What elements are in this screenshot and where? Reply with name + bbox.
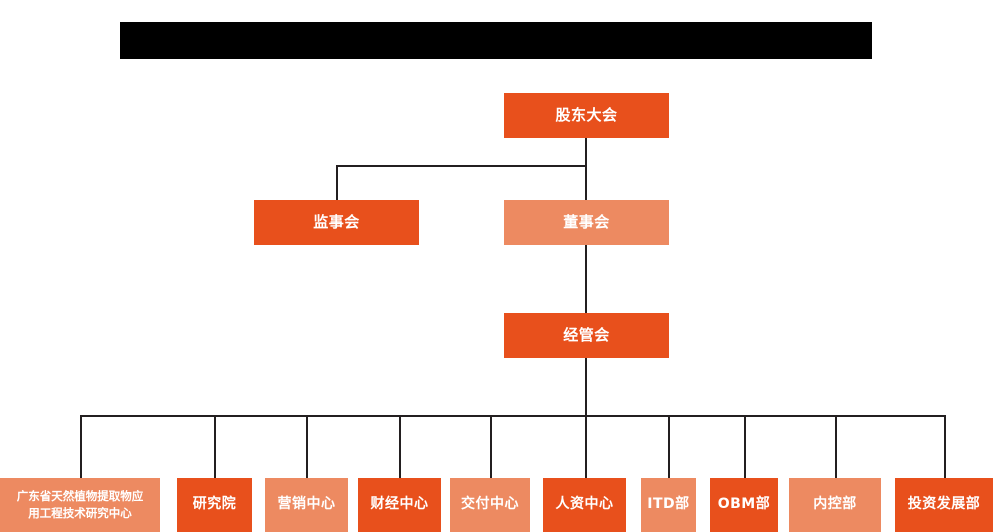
- node-board-of-supervisors[interactable]: 监事会: [254, 200, 419, 245]
- connector-to-directors: [585, 165, 587, 200]
- node-finance-center[interactable]: 财经中心: [358, 478, 441, 532]
- connector-shareholders-down: [585, 138, 587, 166]
- connector-directors-to-management: [585, 245, 587, 313]
- node-institute[interactable]: 研究院: [177, 478, 252, 532]
- connector-drop-investment: [944, 415, 946, 478]
- node-investment-development-department[interactable]: 投资发展部: [895, 478, 993, 532]
- node-guangdong-research-center[interactable]: 广东省天然植物提取物应 用工程技术研究中心: [0, 478, 160, 532]
- connector-drop-delivery: [490, 415, 492, 478]
- connector-drop-obm: [744, 415, 746, 478]
- connector-drop-research-center: [80, 415, 82, 478]
- node-internal-control-department[interactable]: 内控部: [789, 478, 881, 532]
- connector-drop-internal-control: [835, 415, 837, 478]
- node-label: OBM部: [717, 496, 771, 513]
- connector-drop-marketing: [306, 415, 308, 478]
- connector-departments-bus: [80, 415, 946, 417]
- connector-management-down: [585, 358, 587, 416]
- node-management-committee[interactable]: 经管会: [504, 313, 669, 358]
- connector-level1-bus: [336, 165, 587, 167]
- connector-to-supervisors: [336, 165, 338, 200]
- node-label: ITD部: [647, 496, 690, 513]
- connector-drop-itd: [668, 415, 670, 478]
- node-itd-department[interactable]: ITD部: [641, 478, 696, 532]
- node-delivery-center[interactable]: 交付中心: [450, 478, 530, 532]
- node-label: 内控部: [813, 496, 857, 513]
- node-marketing-center[interactable]: 营销中心: [265, 478, 348, 532]
- node-label: 营销中心: [277, 496, 336, 513]
- node-shareholders-meeting[interactable]: 股东大会: [504, 93, 669, 138]
- node-label: 股东大会: [555, 106, 618, 125]
- node-label: 财经中心: [370, 496, 429, 513]
- node-label: 交付中心: [461, 496, 519, 513]
- redacted-title-bar: [120, 22, 872, 59]
- node-label: 广东省天然植物提取物应 用工程技术研究中心: [16, 489, 144, 520]
- node-hr-center[interactable]: 人资中心: [543, 478, 626, 532]
- node-label: 投资发展部: [907, 496, 981, 513]
- node-board-of-directors[interactable]: 董事会: [504, 200, 669, 245]
- node-label: 研究院: [192, 496, 237, 513]
- node-label: 人资中心: [555, 496, 614, 513]
- node-label: 董事会: [563, 213, 610, 232]
- node-label: 经管会: [563, 326, 610, 345]
- connector-drop-institute: [214, 415, 216, 478]
- connector-drop-hr: [585, 415, 587, 478]
- connector-drop-finance: [399, 415, 401, 478]
- node-label: 监事会: [313, 213, 360, 232]
- node-obm-department[interactable]: OBM部: [710, 478, 778, 532]
